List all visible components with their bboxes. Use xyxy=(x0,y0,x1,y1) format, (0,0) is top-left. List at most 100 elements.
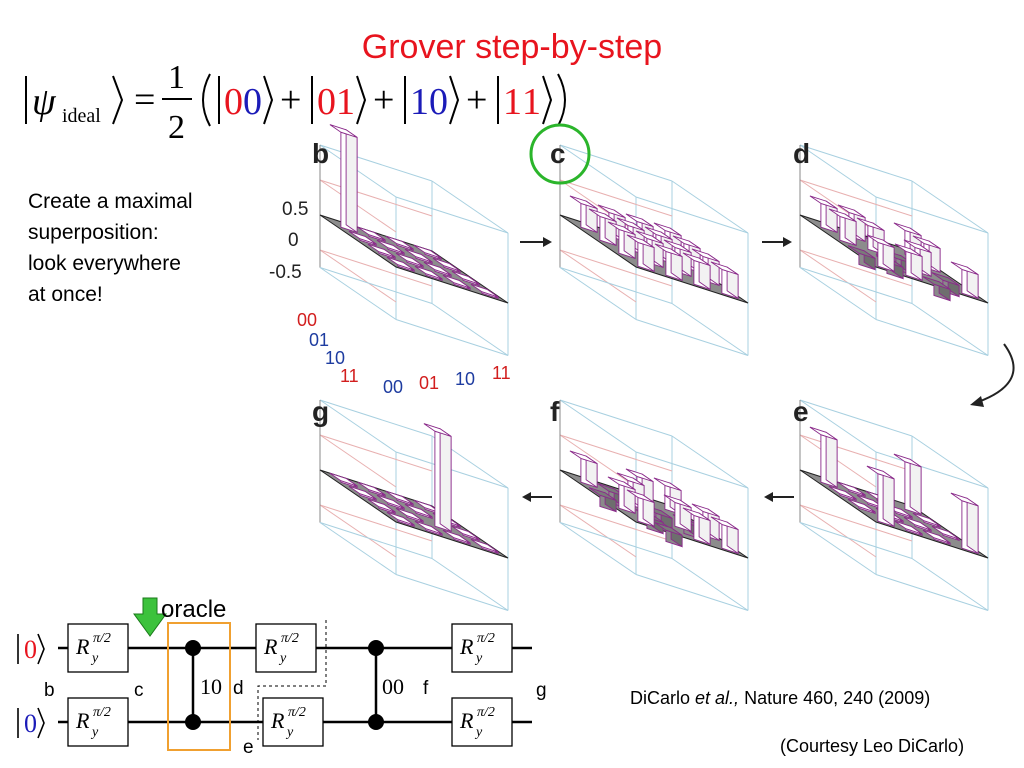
arrow-d-to-e xyxy=(977,343,1015,403)
col-tick-label: 10 xyxy=(455,369,476,389)
citation-etal: et al., xyxy=(695,688,740,708)
row-tick-label: 01 xyxy=(309,330,330,350)
matrix-bar xyxy=(682,252,711,291)
description-line: Create a maximal xyxy=(28,190,193,213)
oracle-label: oracle xyxy=(161,596,227,623)
oracle-control-label: 10 xyxy=(200,674,222,699)
control-dot xyxy=(185,640,201,656)
matrix-bar xyxy=(903,516,932,533)
oracle-box xyxy=(167,622,231,751)
matrix-bar xyxy=(423,261,452,278)
matrix-bar xyxy=(329,124,358,234)
panel-label-e: e xyxy=(793,396,809,427)
panel-label-g: g xyxy=(312,396,330,427)
matrix-bar xyxy=(654,522,683,548)
col-tick-label: 00 xyxy=(383,377,404,397)
col-tick-label: 11 xyxy=(492,363,511,383)
bars-c xyxy=(569,195,739,300)
svg-text:y: y xyxy=(90,725,99,740)
ket-10-q1: 1 xyxy=(410,81,429,123)
matrix-bar xyxy=(413,244,442,261)
panel-label-d: d xyxy=(793,138,811,169)
matrix-bar xyxy=(442,529,471,546)
slide-title: Grover step-by-step xyxy=(361,28,663,66)
psi-subscript: ideal xyxy=(62,105,101,127)
matrix-bar xyxy=(847,245,876,271)
matrix-bar xyxy=(423,423,452,533)
matrix-bar xyxy=(442,274,471,291)
matrix-bar xyxy=(588,487,617,513)
ket-00-q2: 0 xyxy=(243,81,262,123)
matrix-bar xyxy=(569,450,598,489)
ket-11-q1: 1 xyxy=(503,81,522,123)
matrix-bar xyxy=(682,507,711,546)
matrix-bar xyxy=(950,261,979,300)
matrix-bar xyxy=(710,516,739,555)
matrix-bar xyxy=(950,492,979,555)
citation-authors: DiCarlo xyxy=(630,688,691,708)
matrix-bar xyxy=(847,498,876,515)
matrix-bar xyxy=(828,208,857,247)
description-line: at once! xyxy=(28,283,103,306)
matrix-bar xyxy=(451,270,480,287)
bars-f xyxy=(569,450,739,555)
description-line: look everywhere xyxy=(28,252,181,275)
matrix-bar xyxy=(357,226,386,243)
matrix-bar xyxy=(432,257,461,274)
panel-label-f: f xyxy=(550,396,560,427)
bars-e xyxy=(809,426,979,555)
control-dot xyxy=(185,714,201,730)
matrix-bar xyxy=(395,252,424,269)
matrix-bar xyxy=(893,453,922,516)
matrix-bar xyxy=(404,503,433,520)
flow-arrows xyxy=(520,237,1015,502)
svg-text:y: y xyxy=(474,651,483,666)
input-ket-top: 0 xyxy=(24,635,37,664)
matrix-bar xyxy=(386,256,415,273)
matrix-bar xyxy=(663,494,692,533)
matrix-bar xyxy=(376,494,405,511)
matrix-bar xyxy=(329,472,358,489)
matrix-bar xyxy=(922,529,951,546)
matrix-bar xyxy=(404,248,433,265)
row-tick-label: 10 xyxy=(325,348,346,368)
matrix-bar xyxy=(386,511,415,528)
ket-01-q1: 0 xyxy=(317,81,336,123)
svg-text:π/2: π/2 xyxy=(93,705,111,720)
panel-label-c: c xyxy=(550,138,566,169)
matrix-bar xyxy=(385,490,414,507)
input-ket-bottom: 0 xyxy=(24,709,37,738)
row-tick-label: 11 xyxy=(340,366,359,386)
matrix-bar xyxy=(828,485,857,502)
ket-00-q1: 0 xyxy=(224,81,243,123)
matrix-bar xyxy=(395,507,424,524)
ket-angle xyxy=(112,75,124,125)
bar-plot-b xyxy=(319,144,509,356)
matrix-bar xyxy=(654,243,683,282)
svg-text:π/2: π/2 xyxy=(288,705,306,720)
fraction-numerator: 1 xyxy=(168,62,185,96)
svg-text:R: R xyxy=(270,708,285,733)
row-tick-label: 00 xyxy=(297,310,318,330)
wire-label-c: c xyxy=(134,680,144,701)
description-line: superposition: xyxy=(28,221,159,244)
matrix-bar xyxy=(470,283,499,300)
highlight-circle xyxy=(529,123,591,185)
matrix-bar xyxy=(894,243,923,282)
matrix-bar xyxy=(710,261,739,300)
matrix-bar xyxy=(866,465,895,528)
svg-text:π/2: π/2 xyxy=(477,705,495,720)
matrix-bar xyxy=(470,538,499,555)
matrix-bar xyxy=(931,525,960,542)
matrix-bar xyxy=(626,234,655,273)
matrix-bar xyxy=(357,481,386,498)
plus-sign: + xyxy=(280,79,301,121)
svg-text:R: R xyxy=(75,708,90,733)
svg-text:y: y xyxy=(474,725,483,740)
z-tick-label: -0.5 xyxy=(269,262,302,283)
